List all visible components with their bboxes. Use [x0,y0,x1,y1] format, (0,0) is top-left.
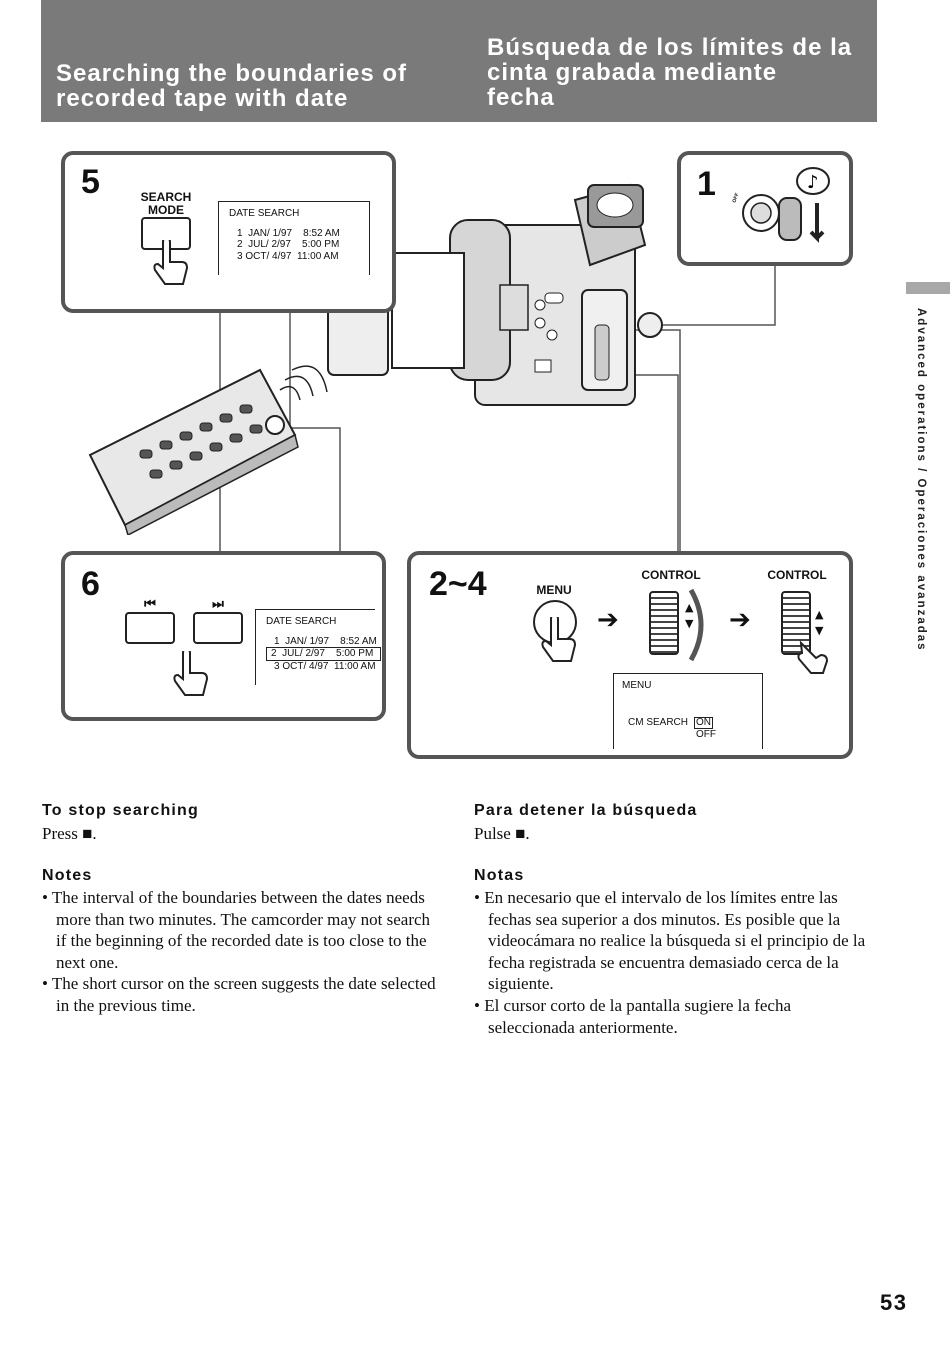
screen-title: DATE SEARCH [266,616,337,627]
menu-button-label: MENU [536,583,572,597]
control-label: CONTROL [767,568,827,582]
rotate-arrow-icon [688,588,704,662]
previous-button[interactable] [125,612,175,644]
screen-title: MENU [622,680,652,691]
stop-searching-heading-es: Para detener la búsqueda [474,802,698,819]
date-row: 1 JAN/ 1/97 8:52 AM [237,227,340,239]
stop-searching-text: Press ■. [42,824,97,843]
title-spanish: Búsqueda de los límites de la cinta grab… [487,34,853,111]
page-header-banner [41,0,877,122]
step-number: 6 [81,565,100,603]
cm-search-label: CM SEARCH [628,716,689,728]
step-1-panel: 1 ♪ OFF [677,151,853,266]
previous-icon: ⏮ [144,596,156,611]
control-dial[interactable] [649,591,679,655]
sidebar-tab-marker [906,282,950,294]
date-search-screen: DATE SEARCH 1 JAN/ 1/97 8:52 AM 2 JUL/ 2… [255,609,381,685]
step-5-panel: 5 SEARCH MODE DATE SEARCH 1 JAN/ 1/97 8:… [61,151,396,313]
step-number: 1 [697,165,716,203]
option-off: OFF [696,728,716,740]
pointing-hand-icon [541,617,577,662]
date-row: 1 JAN/ 1/97 8:52 AM [274,635,377,647]
menu-screen: MENU CM SEARCH ON OFF [613,673,763,749]
step-number: 2~4 [429,565,487,603]
step-2-4-panel: 2~4 MENU ➔ CONTROL ▲▼ ➔ CONTROL ▲▼ MENU … [407,551,853,759]
control-dial[interactable] [781,591,811,655]
date-row: 2 JUL/ 2/97 5:00 PM [237,239,340,250]
remote-control-illustration [88,365,328,535]
step-6-panel: 6 ⏮ ⏭ DATE SEARCH 1 JAN/ 1/97 8:52 AM 2 … [61,551,386,721]
date-row: 3 OCT/ 4/97 11:00 AM [274,660,376,672]
date-search-screen: DATE SEARCH 1 JAN/ 1/97 8:52 AM 2 JUL/ 2… [218,201,370,275]
sidebar-section-label: Advanced operations / Operaciones avanza… [915,308,927,652]
next-button[interactable] [193,612,243,644]
arrow-right-icon: ➔ [729,605,751,635]
up-down-icon: ▲▼ [815,608,824,637]
note-item: • The interval of the boundaries between… [42,888,431,972]
stop-searching-text-es: Pulse ■. [474,824,530,843]
arrow-right-icon: ➔ [597,605,619,635]
title-english: Searching the boundaries of recorded tap… [56,60,408,112]
pointing-hand-icon [173,651,209,696]
next-icon: ⏭ [212,596,224,611]
notes-list: • The interval of the boundaries between… [42,887,444,1017]
date-row-selected: 2 JUL/ 2/97 5:00 PM [266,647,381,661]
note-item: • El cursor corto de la pantalla sugiere… [474,995,791,1037]
note-item: • The short cursor on the screen suggest… [42,974,436,1015]
notes-heading: Notes [42,867,93,884]
stop-searching-heading: To stop searching [42,802,200,819]
page-number: 53 [880,1290,908,1315]
up-down-icon: ▲▼ [685,601,694,630]
notes-heading-es: Notas [474,867,525,884]
power-dial-illustration: ♪ [742,167,830,243]
svg-text:♪: ♪ [807,172,819,193]
control-label: CONTROL [641,568,701,582]
notes-list-es: • En necesario que el intervalo de los l… [474,887,874,1038]
note-item: • En necesario que el intervalo de los l… [474,888,866,994]
pointing-hand-icon [797,640,829,674]
date-row: 3 OCT/ 4/97 11:00 AM [237,250,339,262]
step-number: 5 [81,163,100,201]
screen-title: DATE SEARCH [229,208,300,219]
search-mode-label: SEARCH MODE [140,190,192,217]
pointing-hand-icon [153,240,189,285]
option-on: ON [694,716,713,729]
